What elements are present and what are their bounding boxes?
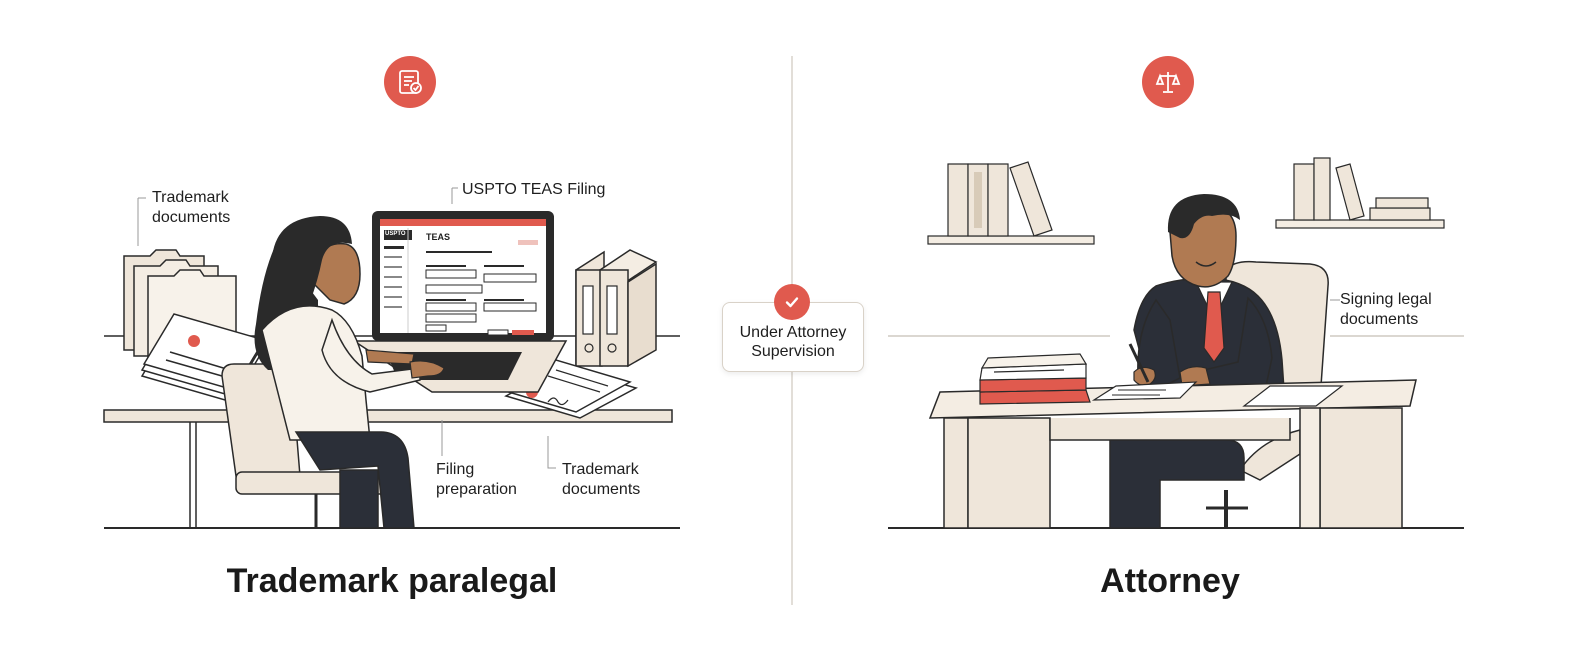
attorney-scene — [888, 157, 1464, 529]
label-trademark-documents-top: Trademark documents — [152, 189, 231, 226]
screen-heading: TEAS — [426, 232, 451, 242]
label-filing-preparation: Filing preparation — [436, 461, 517, 498]
bookshelf-right — [1275, 157, 1445, 229]
document-check-icon — [384, 56, 436, 108]
label-uspto-teas-filing: USPTO TEAS Filing — [462, 181, 606, 198]
desk-books — [979, 353, 1091, 405]
binders — [575, 249, 658, 368]
blank-paper — [1242, 385, 1344, 407]
laptop — [351, 211, 568, 393]
scales-icon — [1142, 56, 1194, 108]
attorney-person — [1109, 194, 1285, 529]
label-trademark-documents-bottom: Trademark documents — [562, 461, 641, 498]
signing-paper — [1091, 381, 1198, 401]
bookshelf-left — [927, 161, 1095, 245]
paralegal-title: Trademark paralegal — [226, 562, 558, 600]
attorney-title: Attorney — [1100, 562, 1240, 600]
paralegal-scene — [103, 187, 680, 529]
paralegal-person — [254, 216, 445, 529]
badge-line-2: Supervision — [751, 343, 835, 360]
supervision-badge: Under Attorney Supervision — [722, 302, 864, 372]
badge-line-1: Under Attorney — [739, 324, 847, 341]
screen-logo: USPTO — [385, 231, 406, 237]
label-signing-legal-documents: Signing legal documents — [1340, 291, 1432, 328]
check-icon — [774, 284, 810, 320]
